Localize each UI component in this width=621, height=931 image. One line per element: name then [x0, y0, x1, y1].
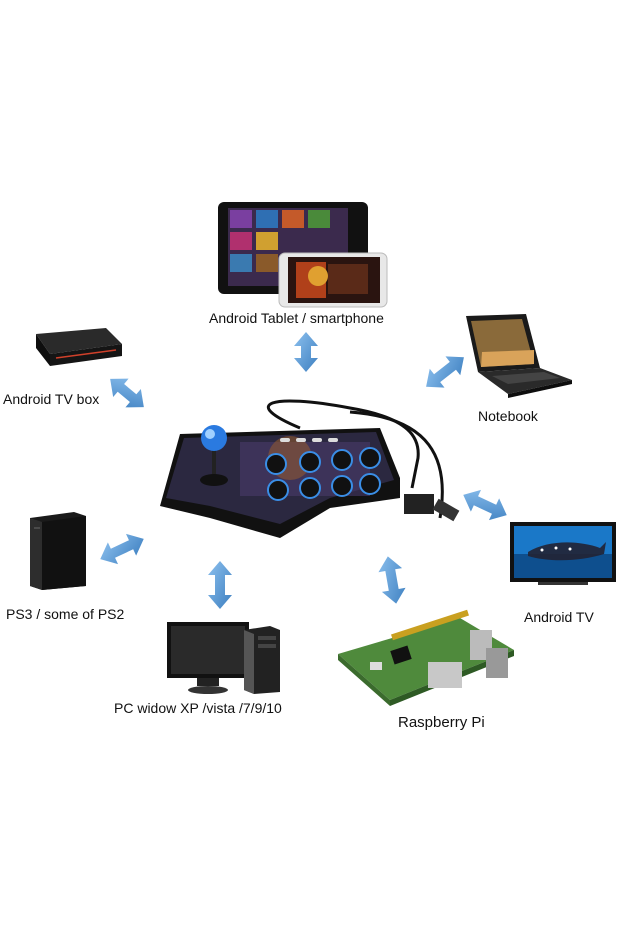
- notebook-label: Notebook: [478, 408, 538, 424]
- pc-tower-icon: [244, 626, 280, 694]
- raspberry-pi-board-icon: [338, 609, 514, 706]
- androidtv-label: Android TV: [524, 609, 594, 625]
- arrow-notebook-icon: [426, 356, 464, 388]
- arcade-controller-icon: [160, 399, 460, 538]
- ps3-label: PS3 / some of PS2: [6, 606, 125, 622]
- arrow-raspberry-icon: [378, 556, 406, 604]
- notebook-icon: [466, 314, 572, 398]
- pc-monitor-icon: [167, 622, 249, 694]
- arrow-pc-icon: [208, 561, 232, 609]
- arrow-androidtv-icon: [463, 489, 507, 521]
- pc-label: PC widow XP /vista /7/9/10: [114, 700, 282, 716]
- android-tv-icon: [510, 522, 616, 585]
- tv-box-icon: [36, 328, 122, 366]
- smartphone-icon: [278, 252, 388, 308]
- arrow-tablet-icon: [294, 332, 318, 372]
- arrow-ps3-icon: [100, 533, 144, 565]
- raspberry-label: Raspberry Pi: [398, 714, 485, 731]
- tablet-label: Android Tablet / smartphone: [209, 310, 384, 326]
- ps3-console-icon: [30, 512, 86, 590]
- arrow-tvbox-icon: [110, 378, 144, 408]
- tvbox-label: Android TV box: [3, 391, 100, 407]
